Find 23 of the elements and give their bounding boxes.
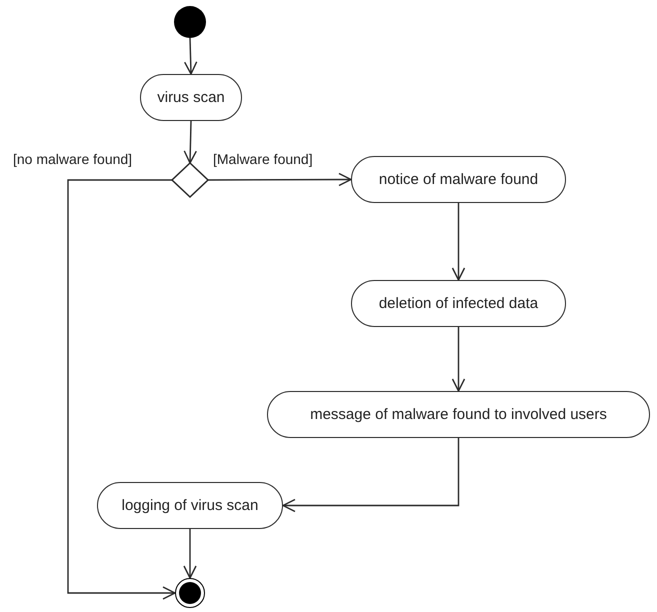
action-label: virus scan — [157, 89, 225, 106]
flow-arrow — [184, 120, 197, 164]
action-label: deletion of infected data — [378, 295, 538, 312]
flow-arrow — [282, 438, 460, 512]
action-label: logging of virus scan — [122, 497, 258, 514]
guard-label: [Malware found] — [212, 151, 314, 167]
flow-arrow — [452, 203, 466, 281]
action-box — [267, 391, 650, 438]
decision-diamond — [172, 163, 208, 197]
action-box — [97, 482, 283, 529]
action-box — [140, 74, 242, 121]
initial-node — [174, 6, 206, 38]
action-box — [351, 280, 566, 327]
final-node — [175, 578, 205, 608]
action-label: notice of malware found — [378, 171, 538, 188]
action-box — [351, 156, 566, 203]
flow-arrow — [452, 327, 466, 392]
flow-arrow — [208, 172, 352, 186]
flow-arrow — [184, 38, 198, 75]
action-label: message of malware found to involved users — [310, 406, 607, 423]
flow-arrow — [183, 529, 197, 579]
guard-label: [no malware found] — [12, 151, 134, 167]
flow-arrow — [67, 179, 176, 600]
